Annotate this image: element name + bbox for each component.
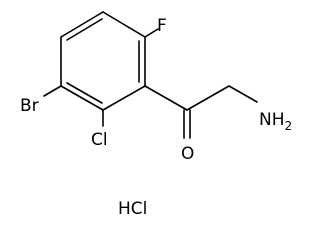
bond-c3-c4-inner — [66, 82, 103, 104]
bond-c1-c2 — [60, 11, 104, 38]
salt-label: HCl — [118, 199, 147, 219]
molecule-structure: F Br Cl O NH2 HCl — [20, 11, 292, 219]
structure-canvas: F Br Cl O NH2 HCl — [20, 11, 292, 219]
oxygen-label: O — [181, 144, 194, 164]
amine-label: NH2 — [259, 110, 292, 133]
bond-c4-c5 — [102, 85, 146, 111]
fluorine-label: F — [157, 16, 167, 36]
bond-ch2-n — [228, 85, 258, 103]
amine-subscript: 2 — [285, 119, 293, 133]
bond-c-f — [144, 28, 159, 38]
amine-n-text: NH — [259, 110, 285, 130]
bond-ring-carbonyl — [144, 85, 188, 111]
bond-c1-c2-inner — [66, 18, 103, 41]
bond-carbonyl-ch2 — [186, 85, 230, 111]
bromine-label: Br — [20, 96, 39, 116]
bond-c-br — [43, 85, 62, 97]
bond-c6-c1 — [102, 11, 146, 38]
chlorine-label: Cl — [91, 130, 108, 150]
bond-c3-c4 — [60, 85, 104, 111]
